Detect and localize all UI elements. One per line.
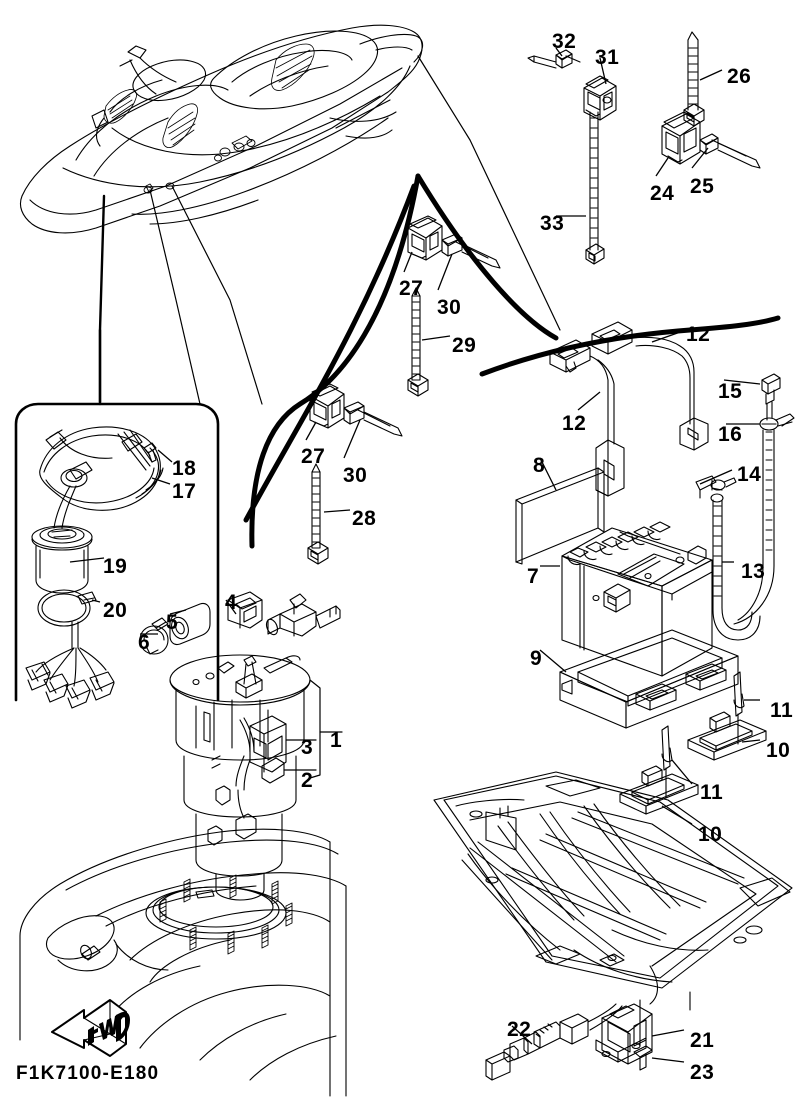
- callout-fuel-pump-subpart-lower: 2: [301, 769, 314, 792]
- callout-fuel-sender-cover: 17: [172, 480, 197, 503]
- bolt-23: [633, 1045, 653, 1071]
- callout-fuel-joint-fitting: 22: [507, 1018, 532, 1041]
- push-rivet-30-upper: [441, 233, 501, 269]
- callout-push-rivet-top: 32: [552, 30, 577, 53]
- cable-tie-33: [585, 111, 605, 265]
- callout-push-rivet-upper: 30: [437, 296, 462, 319]
- callout-wire-clamp-upper: 27: [399, 277, 424, 300]
- callout-breather-hose: 13: [741, 560, 766, 583]
- callout-battery-band-bracket-lower: 10: [698, 823, 723, 846]
- battery: [561, 521, 713, 677]
- drawing-part-number: F1K7100-E180: [16, 1063, 160, 1084]
- callout-fuel-cut-relay: 21: [690, 1029, 715, 1052]
- callout-battery-insulator-plate: 8: [533, 454, 546, 477]
- callout-hose-clamp-small: 6: [138, 631, 151, 654]
- injector-part: [265, 593, 341, 637]
- wire-clamp-27-lower: [309, 383, 345, 429]
- callout-battery-tray: 9: [530, 647, 543, 670]
- breather-hose-right: [733, 429, 775, 625]
- battery-strap-left: [549, 339, 625, 497]
- cable-tie-29: [407, 287, 429, 397]
- callout-wire-clamp-base: 24: [650, 182, 675, 205]
- callout-filler-neck-clamp: 20: [103, 599, 128, 622]
- battery-tray: [559, 629, 739, 729]
- callout-fuel-pump-assembly: 1: [330, 729, 343, 752]
- callout-battery-strap-left: 12: [562, 412, 587, 435]
- left-panel-border: [14, 402, 220, 702]
- fuel-relay-21: [595, 999, 653, 1065]
- callout-screw-upper: 11: [770, 699, 794, 722]
- callout-push-rivet-lower: 30: [343, 464, 368, 487]
- battery-insulator-plate: [515, 467, 605, 565]
- callout-fuel-filler-neck: 19: [103, 555, 128, 578]
- callout-bolt: 23: [690, 1061, 715, 1084]
- wire-harness: [25, 621, 115, 709]
- callout-cable-tie-upper: 29: [452, 334, 477, 357]
- push-rivet-32: [527, 49, 581, 69]
- callout-cable-tie-lower: 28: [352, 507, 377, 530]
- callout-cable-tie-long: 26: [727, 65, 752, 88]
- callout-breather-fitting: 15: [718, 380, 743, 403]
- part-5-sleeve: [169, 602, 211, 646]
- cable-tie-26: [683, 31, 705, 127]
- callout-push-rivet: 25: [690, 175, 715, 198]
- callout-screw-sender-cover: 18: [172, 457, 197, 480]
- bracket-10-lower: [619, 765, 699, 815]
- callout-sleeve-bushing: 5: [166, 611, 179, 634]
- cable-tie-28: [307, 463, 329, 565]
- callout-hose-clamp: 14: [737, 463, 762, 486]
- callout-breather-joint-clip: 16: [718, 423, 743, 446]
- callout-cable-tie-extra-long: 33: [540, 212, 565, 235]
- battery-strap-right: [591, 321, 709, 451]
- callout-cable-tie-holder: 31: [595, 46, 620, 69]
- watercraft-illustration: [19, 24, 424, 234]
- callout-battery: 7: [527, 565, 540, 588]
- callout-wire-clamp-lower: 27: [301, 445, 326, 468]
- bracket-10-upper: [687, 711, 767, 761]
- breather-fitting-15: [761, 373, 781, 421]
- hull-bottom: [19, 828, 347, 1097]
- fuel-filler-neck: [31, 525, 93, 594]
- screw-11-upper: [733, 671, 745, 745]
- callout-fuel-pump-subpart-upper: 3: [301, 736, 314, 759]
- screw-18: [143, 442, 157, 463]
- callout-battery-strap-right: 12: [686, 323, 711, 346]
- fitting-22: [485, 1003, 623, 1081]
- breather-clip-16: [759, 413, 795, 431]
- part-6-clamp: [139, 617, 169, 655]
- callout-connector-block: 4: [225, 591, 238, 614]
- push-rivet-25: [699, 133, 761, 169]
- callout-battery-band-bracket-upper: 10: [766, 739, 791, 762]
- callout-screw-lower: 11: [700, 781, 724, 804]
- seat-frame: [433, 771, 793, 1011]
- breather-hose-left-13: [710, 493, 761, 641]
- fuel-pump-assembly: [169, 654, 311, 901]
- fwd-arrow: [51, 999, 130, 1057]
